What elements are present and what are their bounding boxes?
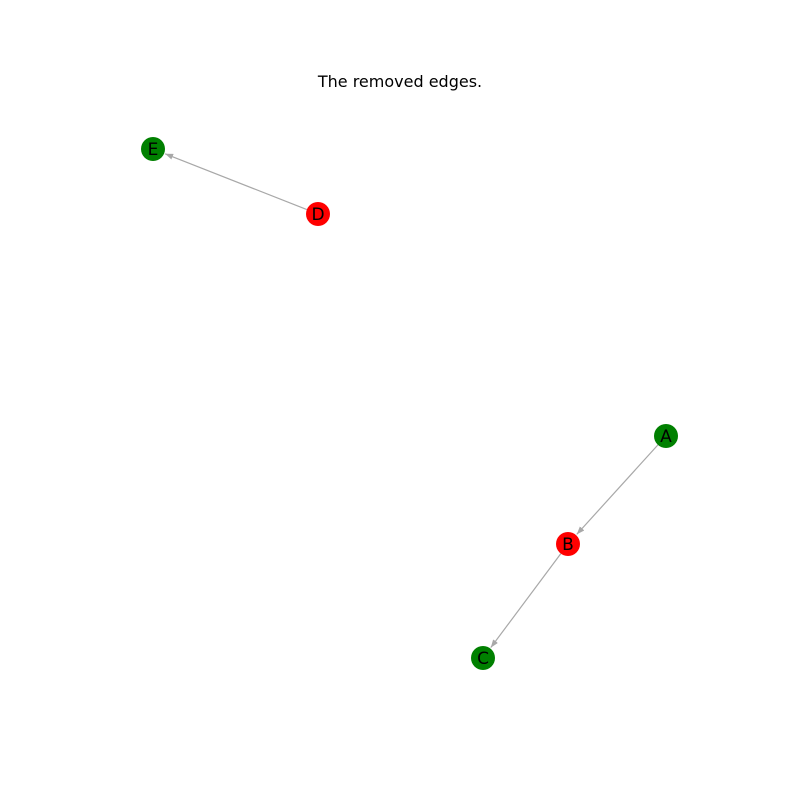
node-circle-E (141, 137, 165, 161)
node-circle-C (471, 646, 495, 670)
edge-D-E (164, 153, 308, 211)
edge-A-B (576, 444, 659, 535)
node-label-B: B (562, 535, 574, 555)
node-label-D: D (311, 205, 324, 225)
node-E: E (141, 137, 165, 161)
diagram-title: The removed edges. (317, 72, 483, 91)
node-circle-A (654, 424, 678, 448)
node-circle-B (556, 532, 580, 556)
node-D: D (306, 202, 330, 226)
node-C: C (471, 646, 495, 670)
nodes-layer: A B C D E (141, 137, 678, 670)
node-label-A: A (660, 427, 672, 447)
node-label-C: C (477, 649, 489, 669)
node-label-E: E (148, 140, 159, 160)
edge-B-C (490, 553, 562, 648)
node-circle-D (306, 202, 330, 226)
node-A: A (654, 424, 678, 448)
edges-layer (164, 153, 659, 648)
node-B: B (556, 532, 580, 556)
